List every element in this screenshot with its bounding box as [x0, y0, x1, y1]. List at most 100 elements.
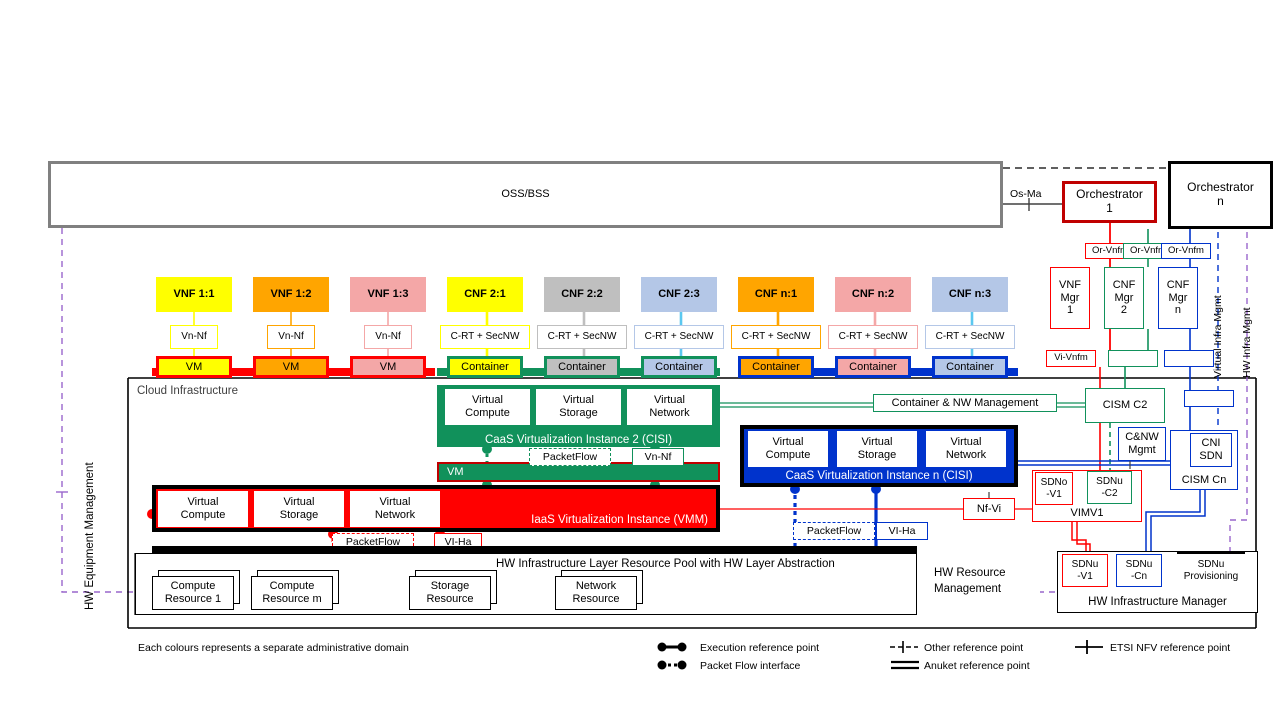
nf-box-cnf-n-3[interactable]: CNF n:3 [932, 277, 1008, 312]
sdnu-line2: Provisioning [1183, 570, 1239, 582]
or-vnfm-label-3[interactable]: Or-Vnfm [1161, 243, 1211, 259]
runtime-label: VM [185, 360, 203, 373]
cnw-line2: Mgmt [1128, 444, 1156, 456]
res-line2: Storage [857, 449, 897, 461]
vi-vnfm-box-n2[interactable] [1184, 390, 1234, 407]
runtime-box-container-5[interactable]: Container [835, 356, 911, 378]
ref-box-cnf-n-1[interactable]: C-RT + SecNW [731, 325, 821, 349]
mgr-line1: CNF [1112, 279, 1136, 292]
packetflow-label-caasn[interactable]: PacketFlow [793, 522, 875, 540]
runtime-box-container-1[interactable]: Container [447, 356, 523, 378]
ref-box-vnf-1-1[interactable]: Vn-Nf [170, 325, 218, 349]
vimv1-label: VIMV1 [1070, 507, 1104, 519]
legend-label-anuket: Anuket reference point [924, 660, 1030, 672]
res-line2: Resource 1 [164, 593, 222, 605]
runtime-box-container-3[interactable]: Container [641, 356, 717, 378]
mgr-line2: Mgr [1060, 291, 1080, 304]
execution-ref-icon [657, 642, 687, 652]
nf-box-vnf-1-3[interactable]: VNF 1:3 [350, 277, 426, 312]
sdnu-line1: SDNu [1096, 476, 1123, 487]
ref-label: C-RT + SecNW [450, 331, 520, 343]
mgr-line3: n [1174, 304, 1182, 317]
res-line1: Virtual [187, 496, 219, 509]
ref-box-cnf-n-2[interactable]: C-RT + SecNW [828, 325, 918, 349]
runtime-box-vm-1[interactable]: VM [156, 356, 232, 378]
runtime-box-vm-2[interactable]: VM [253, 356, 329, 378]
sdnu-cn-box[interactable]: SDNu-Cn [1116, 554, 1162, 587]
anuket-ref-icon [891, 660, 919, 670]
nf-vi-label[interactable]: Nf-Vi [963, 498, 1015, 520]
sdnu-line2: -V1 [1077, 570, 1093, 582]
runtime-box-container-6[interactable]: Container [932, 356, 1008, 378]
vn-nf-label-caas2[interactable]: Vn-Nf [632, 448, 684, 466]
container-nw-management-label[interactable]: Container & NW Management [873, 394, 1057, 412]
oss-bss-box[interactable]: OSS/BSS [48, 161, 1003, 228]
orchestrator-1-box[interactable]: Orchestrator 1 [1062, 181, 1157, 223]
nf-box-cnf-n-1[interactable]: CNF n:1 [738, 277, 814, 312]
nf-box-cnf-2-1[interactable]: CNF 2:1 [447, 277, 523, 312]
nf-box-cnf-2-3[interactable]: CNF 2:3 [641, 277, 717, 312]
ref-box-cnf-2-1[interactable]: C-RT + SecNW [440, 325, 530, 349]
res-line2: Resource [572, 593, 620, 605]
mgr-line1: VNF [1059, 279, 1081, 292]
or-vnfm-label-1[interactable]: Or-Vnfm [1085, 243, 1135, 259]
vl-ha-label-caasn[interactable]: VI-Ha [876, 522, 928, 540]
nf-box-cnf-n-2[interactable]: CNF n:2 [835, 277, 911, 312]
packetflow-label-caas2[interactable]: PacketFlow [529, 448, 611, 466]
ref-box-vnf-1-3[interactable]: Vn-Nf [364, 325, 412, 349]
mgr-line3: 1 [1066, 304, 1074, 317]
orchestrator-n-box[interactable]: Orchestrator n [1168, 161, 1273, 229]
vi-vnfm-box-2[interactable] [1108, 350, 1158, 367]
ref-box-vnf-1-2[interactable]: Vn-Nf [267, 325, 315, 349]
res-line2: Compute [180, 509, 226, 521]
sdnu-v1-box[interactable]: SDNu-V1 [1062, 554, 1108, 587]
ref-box-cnf-2-2[interactable]: C-RT + SecNW [537, 325, 627, 349]
nf-box-cnf-2-2[interactable]: CNF 2:2 [544, 277, 620, 312]
sdnu-c2-box[interactable]: SDNu-C2 [1087, 471, 1132, 504]
sdno-v1-box[interactable]: SDNo-V1 [1035, 472, 1073, 505]
res-line2: Compute [765, 449, 811, 461]
vi-vnfm-label[interactable]: Vi-Vnfm [1046, 350, 1096, 367]
runtime-box-container-4[interactable]: Container [738, 356, 814, 378]
nf-box-vnf-1-1[interactable]: VNF 1:1 [156, 277, 232, 312]
or-vnfm-label-2[interactable]: Or-Vnfm [1123, 243, 1173, 259]
ref-box-cnf-n-3[interactable]: C-RT + SecNW [925, 325, 1015, 349]
hw-abstraction-bar [152, 546, 917, 553]
ref-box-cnf-2-3[interactable]: C-RT + SecNW [634, 325, 724, 349]
res-line1: Compute [170, 580, 216, 593]
res-line1: Virtual [563, 394, 594, 407]
res-line2: Resource m [262, 593, 322, 605]
nf-box-vnf-1-2[interactable]: VNF 1:2 [253, 277, 329, 312]
ref-label: Vn-Nf [375, 331, 401, 343]
sdnu-line1: SDNu [1071, 559, 1099, 570]
vi-vnfm-box-n[interactable] [1164, 350, 1214, 367]
cism-c2-box[interactable]: CISM C2 [1085, 388, 1165, 423]
runtime-box-container-2[interactable]: Container [544, 356, 620, 378]
hw-equipment-management-label: HW Equipment Management [84, 462, 96, 610]
runtime-box-vm-3[interactable]: VM [350, 356, 426, 378]
nf-label: CNF 2:2 [561, 288, 603, 301]
packet-flow-icon [657, 660, 687, 670]
